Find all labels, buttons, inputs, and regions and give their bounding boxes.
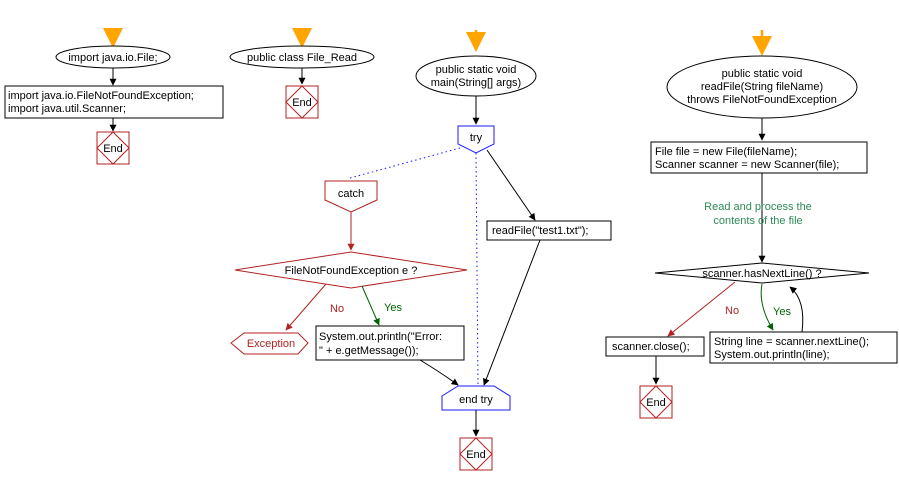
start-label-3: throws FileNotFoundException xyxy=(687,94,837,106)
end-label: End xyxy=(292,97,312,109)
yes-label: Yes xyxy=(773,306,791,318)
decision-label: FileNotFoundException e ? xyxy=(285,265,418,277)
flow-main: public static void main(String[] args) t… xyxy=(230,30,612,471)
end-terminal: End xyxy=(285,85,319,119)
dotted-to-catch xyxy=(349,147,461,179)
end-label: End xyxy=(466,449,486,461)
yes-label: Yes xyxy=(384,302,402,314)
close-block xyxy=(605,336,705,357)
loop-back-connector xyxy=(789,286,804,333)
start-label-1: public static void xyxy=(436,64,517,76)
exception-decision xyxy=(234,251,468,289)
comment-line-2: contents of the file xyxy=(713,215,802,227)
connector xyxy=(486,149,536,221)
loop-block xyxy=(709,331,898,364)
flow-readfile: public static void readFile(String fileN… xyxy=(605,30,898,419)
no-connector xyxy=(667,281,736,337)
block-line-2: import java.util.Scanner; xyxy=(8,103,126,115)
flow-import: import java.io.File; import java.io.File… xyxy=(4,28,224,165)
init-line-2: Scanner scanner = new Scanner(file); xyxy=(655,159,839,171)
start-label-2: readFile(String fileName) xyxy=(701,81,823,93)
call-label: readFile("test1.txt"); xyxy=(492,225,588,237)
close-label: scanner.close(); xyxy=(612,341,690,353)
exception-shape xyxy=(230,332,309,355)
connector xyxy=(419,359,459,386)
start-label: import java.io.File; xyxy=(68,52,157,64)
try-shape xyxy=(457,125,495,154)
dotted-to-endtry xyxy=(475,152,479,386)
start-label-2: main(String[] args) xyxy=(431,77,521,89)
end-terminal: End xyxy=(639,385,673,419)
init-block xyxy=(650,141,868,174)
loop-line-1: String line = scanner.nextLine(); xyxy=(714,336,869,348)
yes-connector xyxy=(361,285,380,326)
end-label: End xyxy=(103,143,123,155)
exception-label: Exception xyxy=(247,338,295,350)
try-label: try xyxy=(470,132,483,144)
end-try-shape xyxy=(441,385,511,411)
loop-line-2: System.out.println(line); xyxy=(714,349,830,361)
no-label: No xyxy=(725,305,739,317)
start-terminal xyxy=(415,55,537,97)
print-block xyxy=(315,325,465,361)
connector xyxy=(483,239,541,386)
catch-shape xyxy=(324,180,378,213)
loop-decision xyxy=(654,262,870,284)
end-terminal: End xyxy=(96,131,130,165)
flow-class: public class File_Read End xyxy=(229,28,375,119)
start-label: public class File_Read xyxy=(247,52,357,64)
end-try-label: end try xyxy=(459,394,493,406)
loop-decision-label: scanner.hasNextLine() ? xyxy=(702,268,821,280)
process-block xyxy=(4,85,224,119)
end-label: End xyxy=(646,397,666,409)
print-line-1: System.out.println("Error: xyxy=(319,331,442,343)
init-line-1: File file = new File(fileName); xyxy=(655,146,797,158)
yes-connector xyxy=(760,283,774,331)
print-line-2: " + e.getMessage()); xyxy=(319,345,419,357)
end-terminal: End xyxy=(459,437,493,471)
no-connector xyxy=(285,283,327,331)
block-line-1: import java.io.FileNotFoundException; xyxy=(8,90,194,102)
no-label: No xyxy=(330,303,344,315)
call-block xyxy=(486,220,612,241)
start-label-1: public static void xyxy=(722,68,803,80)
catch-label: catch xyxy=(338,188,364,200)
comment-line-1: Read and process the xyxy=(704,201,812,213)
